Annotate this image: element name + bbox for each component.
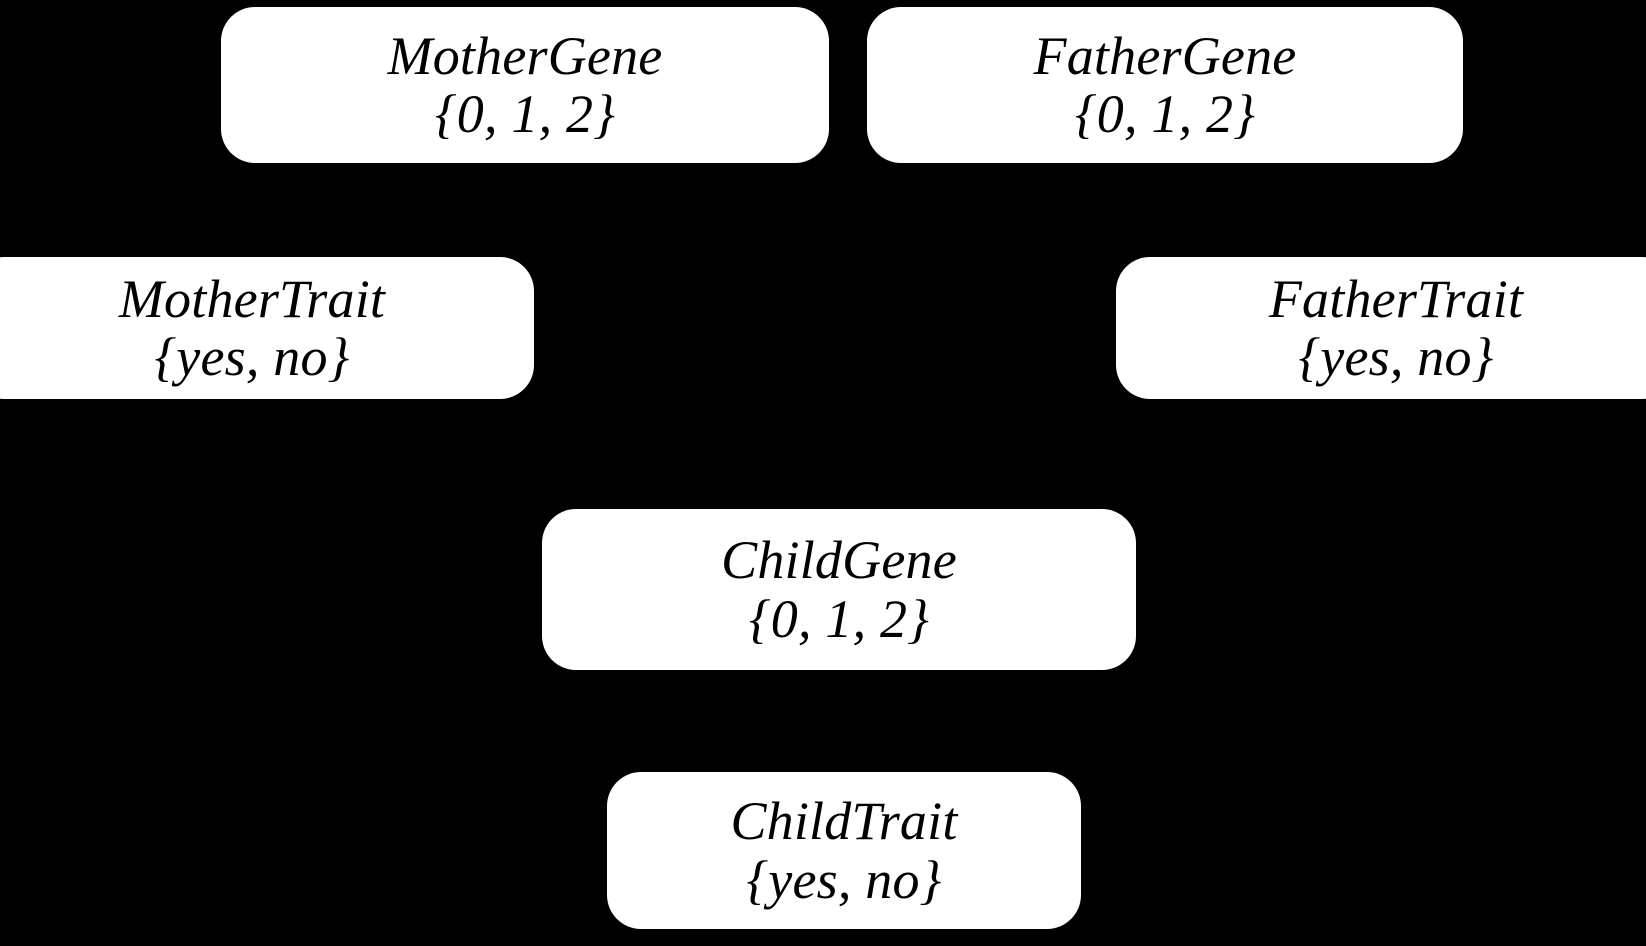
node-mother-trait-label: MotherTrait [118,268,386,329]
node-father-gene[interactable]: FatherGene {0, 1, 2} [867,7,1463,163]
node-father-gene-label: FatherGene [1033,25,1297,86]
node-child-trait-label: ChildTrait [730,791,958,852]
node-child-trait-domain: {yes, no} [746,849,942,910]
node-child-trait[interactable]: ChildTrait {yes, no} [607,772,1081,929]
edge-child-gene-to-child-trait [838,669,846,773]
node-mother-gene[interactable]: MotherGene {0, 1, 2} [221,7,829,163]
edge-father-gene-to-child-gene [978,162,1122,510]
node-father-gene-domain: {0, 1, 2} [1075,84,1255,144]
edge-father-gene-to-father-trait [1288,161,1398,259]
node-mother-gene-domain: {0, 1, 2} [435,84,615,144]
edge-mother-gene-to-mother-trait [268,161,382,259]
node-mother-gene-label: MotherGene [387,25,663,86]
node-father-trait[interactable]: FatherTrait {yes, no} [1116,257,1646,399]
node-mother-trait-domain: {yes, no} [154,327,350,387]
node-father-trait-domain: {yes, no} [1298,327,1494,387]
edge-mother-gene-to-child-gene [558,162,702,510]
node-child-gene-domain: {0, 1, 2} [749,588,929,649]
node-mother-trait[interactable]: MotherTrait {yes, no} [0,257,534,399]
node-child-gene-label: ChildGene [721,530,957,591]
node-child-gene[interactable]: ChildGene {0, 1, 2} [542,509,1136,670]
node-father-trait-label: FatherTrait [1268,268,1524,329]
